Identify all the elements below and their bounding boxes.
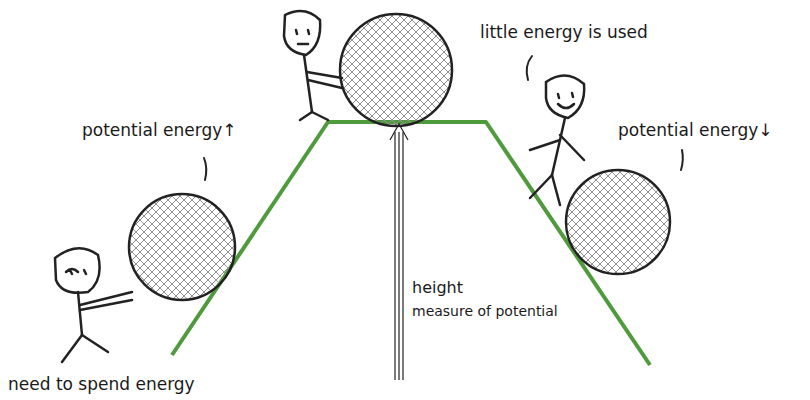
axis-note: measure of potential xyxy=(412,303,558,320)
axis-label: height xyxy=(412,278,463,297)
leader-lines xyxy=(204,56,683,180)
height-arrow xyxy=(390,124,408,380)
stick-figures xyxy=(55,11,584,362)
energy-note: little energy is used xyxy=(480,22,648,42)
boulders xyxy=(129,14,670,300)
energy-note: potential energy↓ xyxy=(618,120,773,140)
energy-note: potential energy↑ xyxy=(82,120,237,140)
energy-note: need to spend energy xyxy=(8,374,195,394)
